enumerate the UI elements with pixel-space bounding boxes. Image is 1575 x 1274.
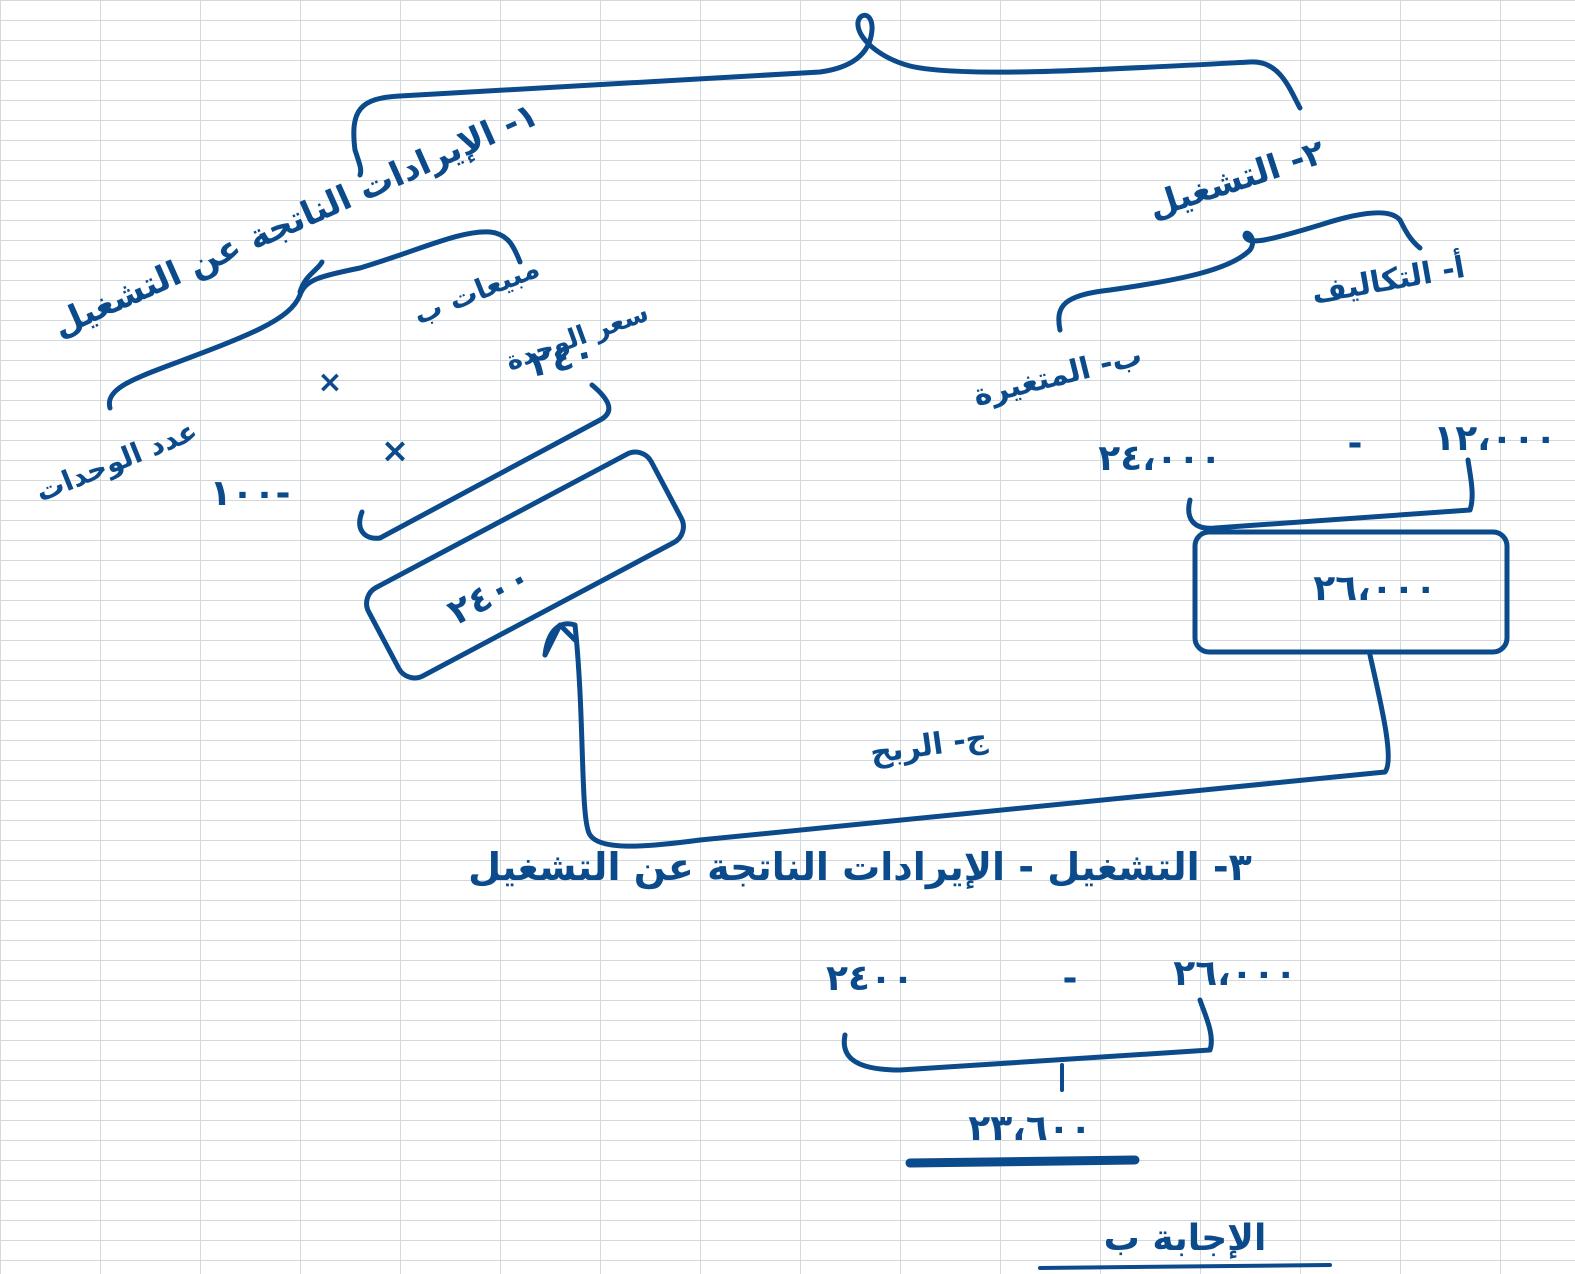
left-result-bracket (357, 382, 612, 541)
multiply-sign-1: × (317, 365, 342, 400)
flow-arrow-head (542, 622, 578, 658)
top-brace (351, 12, 1303, 153)
left-brace-knot (297, 259, 325, 295)
value-12000: ١٢،٠٠٠ (1433, 418, 1557, 459)
brace-left-drop (352, 147, 364, 178)
bottom-result-bracket (841, 997, 1214, 1073)
right-sub-brace (1056, 210, 1423, 333)
final-underline (905, 1155, 1140, 1168)
bottom-26000: ٢٦،٠٠٠ (1173, 953, 1297, 994)
final-result: ٢٣،٦٠٠ (968, 1108, 1092, 1149)
bottom-2400: ٢٤٠٠ (826, 958, 914, 999)
left-result-box (364, 449, 686, 681)
multiply-sign-2: × (381, 431, 410, 471)
answer-underline (1038, 1263, 1332, 1270)
right-result-bracket (1186, 457, 1475, 531)
value-24000: ٢٤،٠٠٠ (1098, 438, 1222, 479)
answer-label: الإجابة ب (1104, 1218, 1267, 1259)
flow-arrow (542, 621, 1391, 849)
minus-sign-right: - (1348, 423, 1363, 464)
rate-value: ١٠٠- (210, 473, 291, 514)
bottom-formula: ٣- التشغيل - الإيرادات الناتجة عن التشغي… (468, 845, 1252, 889)
left-sub-brace (106, 229, 523, 411)
boxed-result-right: ٢٦،٠٠٠ (1313, 568, 1437, 609)
right-result-box (1192, 529, 1510, 655)
minus-sign-bottom: - (1063, 958, 1078, 999)
